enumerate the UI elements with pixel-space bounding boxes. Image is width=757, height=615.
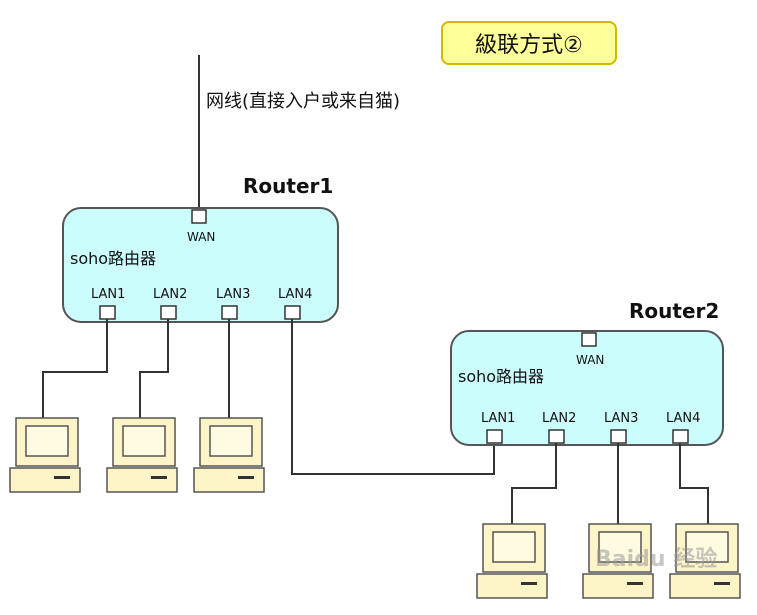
router-2-lan2-label: LAN2 <box>542 411 576 426</box>
computer-3-drive <box>238 476 254 479</box>
router-2-lan3-label: LAN3 <box>604 411 638 426</box>
cable-r1-lan2-pc2 <box>139 319 169 418</box>
computer-3-base <box>193 467 265 493</box>
wan-line-label: 网线(直接入户或来自猫) <box>206 91 400 112</box>
title-box: 級联方式② <box>441 21 617 65</box>
router-2-body <box>450 330 724 446</box>
cable-r1-lan1-pc1 <box>42 319 108 418</box>
router-1: Router1 WAN soho路由器 LAN1 LAN2 LAN3 LAN4 <box>62 174 339 323</box>
router-2-lan1-label: LAN1 <box>481 411 515 426</box>
router-1-body <box>62 207 339 323</box>
computer-3-screen <box>209 425 253 457</box>
router-2-wan-label: WAN <box>576 353 604 367</box>
computer-4-base <box>476 573 548 599</box>
computer-6-drive <box>714 582 730 585</box>
router-1-name: Router1 <box>243 174 333 198</box>
computer-5-drive <box>627 582 643 585</box>
router-2-lan4-port <box>672 429 689 444</box>
computer-2-base <box>106 467 178 493</box>
computer-2-drive <box>151 476 167 479</box>
router-2-name: Router2 <box>629 299 719 323</box>
computer-3 <box>193 417 265 493</box>
router-1-lan1-port <box>99 305 116 320</box>
computer-5 <box>582 523 654 599</box>
computer-4-screen <box>492 531 536 563</box>
router-1-wan-port <box>191 209 207 224</box>
computer-6-screen <box>685 531 729 563</box>
router-2-lan3-port <box>610 429 627 444</box>
router-2-lan2-port <box>548 429 565 444</box>
computer-2-screen <box>122 425 166 457</box>
router-1-wan-label: WAN <box>187 230 215 244</box>
router-2-lan1-port <box>486 429 503 444</box>
router-1-lan2-port <box>160 305 177 320</box>
router-2-device-label: soho路由器 <box>458 367 544 386</box>
computer-5-screen <box>598 531 642 563</box>
computer-5-base <box>582 573 654 599</box>
router-1-lan1-label: LAN1 <box>91 287 125 302</box>
router-1-lan4-port <box>284 305 301 320</box>
router-1-lan3-label: LAN3 <box>216 287 250 302</box>
router-2-lan4-label: LAN4 <box>666 411 700 426</box>
router-1-device-label: soho路由器 <box>70 249 156 268</box>
computer-4 <box>476 523 548 599</box>
baidu-watermark: Baidu 经验 <box>595 546 717 572</box>
cable-r1-lan4-r2-lan1 <box>291 319 495 475</box>
cable-r2-lan2-pc4 <box>511 443 557 524</box>
computer-1 <box>9 417 81 493</box>
router-1-lan4-label: LAN4 <box>278 287 312 302</box>
computer-6 <box>669 523 741 599</box>
computer-1-screen <box>25 425 69 457</box>
cable-r2-lan4-pc6 <box>679 443 709 524</box>
router-2-wan-port <box>581 332 597 347</box>
computer-6-base <box>669 573 741 599</box>
title-text: 級联方式② <box>475 33 583 58</box>
router-1-lan2-label: LAN2 <box>153 287 187 302</box>
router-2: Router2 WAN soho路由器 LAN1 LAN2 LAN3 LAN4 <box>450 299 724 446</box>
computer-1-drive <box>54 476 70 479</box>
computer-4-drive <box>521 582 537 585</box>
computer-2 <box>106 417 178 493</box>
computer-1-base <box>9 467 81 493</box>
title-box-frame <box>441 21 617 65</box>
router-1-lan3-port <box>221 305 238 320</box>
